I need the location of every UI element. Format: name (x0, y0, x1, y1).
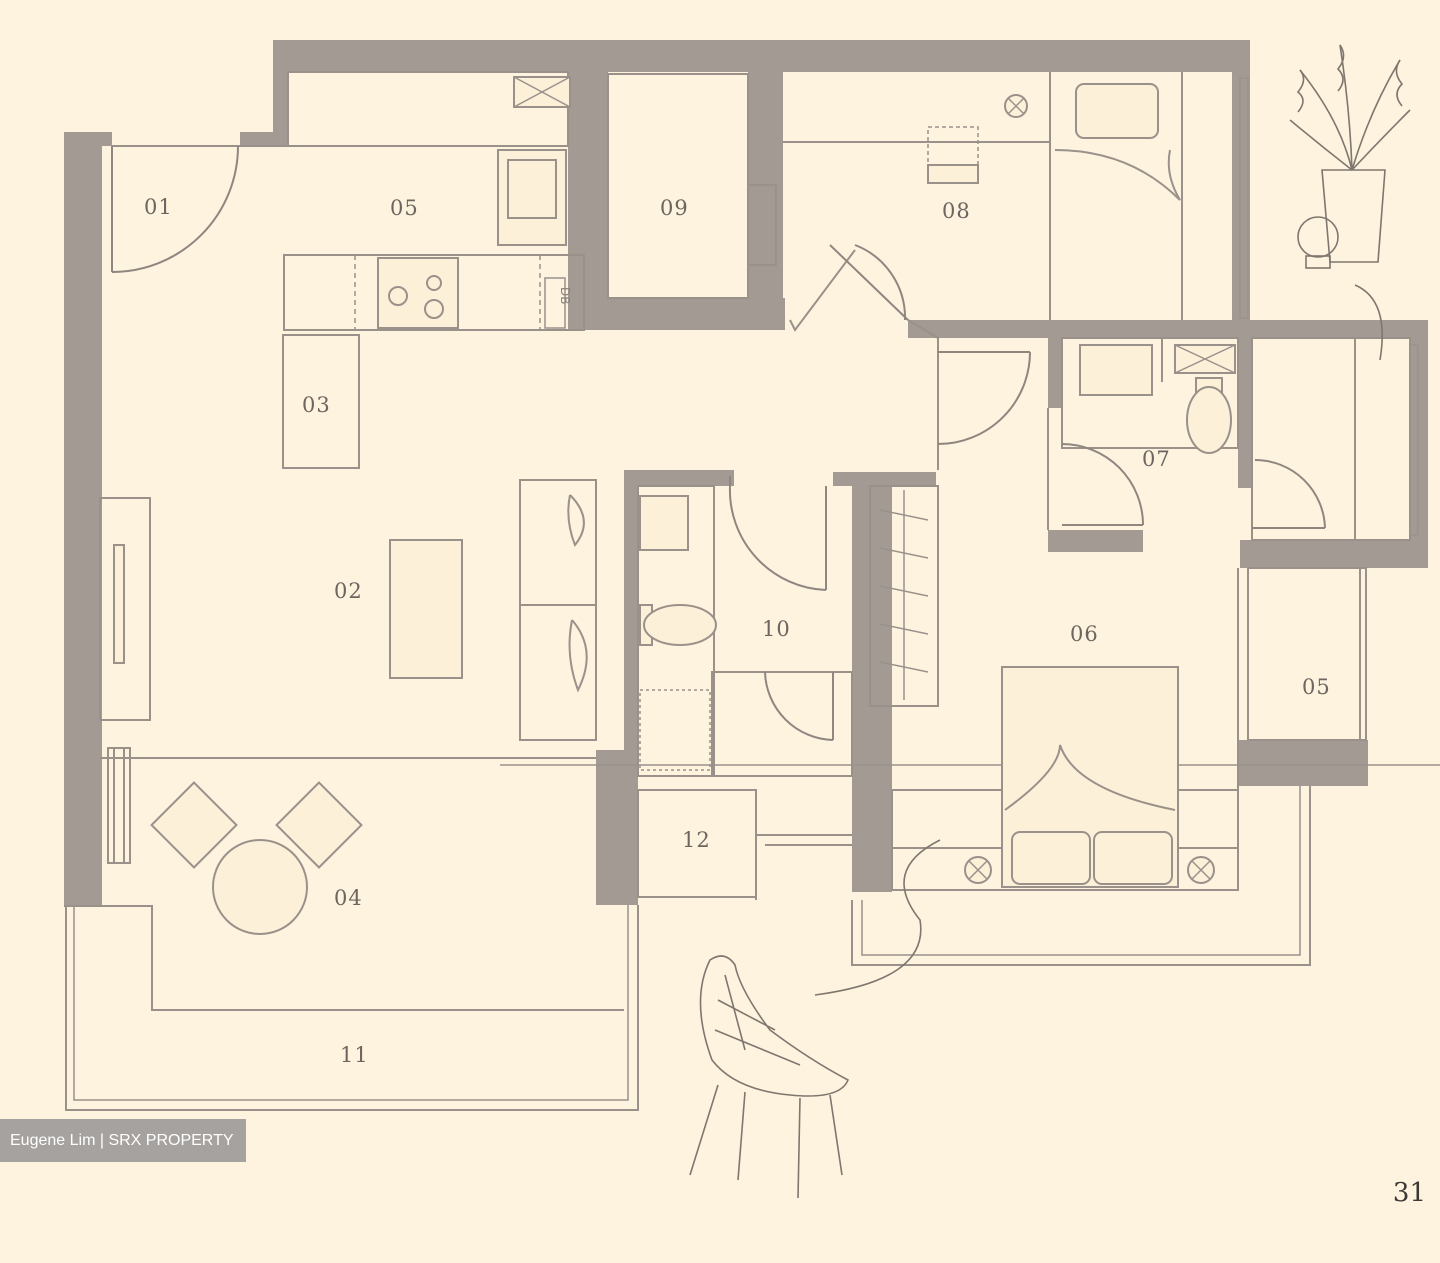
room-labels: 01 02 03 04 05 05 06 07 08 09 10 11 12 D… (144, 195, 1331, 1067)
room-label-07: 07 (1142, 447, 1171, 471)
watermark: Eugene Lim | SRX PROPERTY (0, 1119, 246, 1162)
thin-lines (64, 71, 1440, 1111)
chair-sketch (689, 839, 941, 1199)
fixtures (113, 76, 1236, 935)
wardrobe-hangers (879, 490, 929, 700)
lavender-pot-sketch (1289, 44, 1411, 361)
room-label-03: 03 (302, 393, 331, 417)
room-label-05-kitchen: 05 (390, 196, 419, 220)
room-label-04: 04 (334, 886, 363, 910)
room-label-02: 02 (334, 579, 363, 603)
page-number: 31 (1392, 1178, 1426, 1208)
room-label-06: 06 (1070, 622, 1099, 646)
doors (111, 145, 1326, 741)
walls (64, 40, 1428, 906)
room-label-01: 01 (144, 195, 173, 219)
room-label-12: 12 (682, 828, 711, 852)
room-label-10: 10 (762, 617, 791, 641)
lamp-left (964, 856, 992, 884)
room-label-05-yard: 05 (1302, 675, 1331, 699)
lamp-right (1187, 856, 1215, 884)
room-label-08: 08 (942, 199, 971, 223)
db-label: DB (558, 287, 572, 304)
room-label-11: 11 (340, 1043, 369, 1067)
room-label-09: 09 (660, 196, 689, 220)
